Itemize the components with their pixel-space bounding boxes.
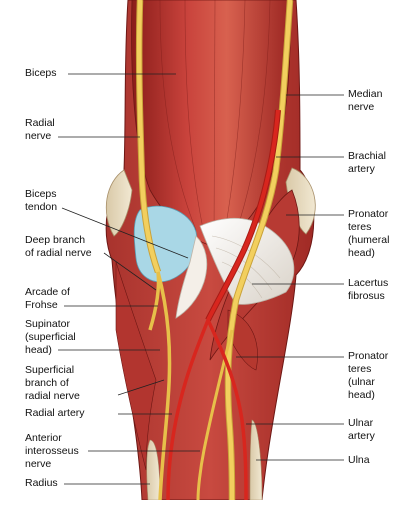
label-radius-line: Radius (25, 477, 58, 489)
label-anterior-interosseus-line-2: interosseus (25, 445, 79, 457)
label-pronator-ulnar-line-4: head) (348, 389, 375, 401)
label-ulnar-artery-line-2: artery (348, 430, 375, 442)
label-radial-artery: Radial artery (25, 407, 85, 420)
label-supinator: Supinator (superficial head) (25, 318, 76, 357)
label-deep-branch-line-1: Deep branch (25, 234, 86, 246)
label-radial-nerve-line-1: Radial (25, 117, 55, 129)
label-pronator-ulnar-line-2: teres (348, 363, 372, 375)
label-radial-nerve: Radial nerve (25, 117, 55, 143)
label-pronator-humeral-line-1: Pronator (348, 208, 389, 220)
label-anterior-interosseus-line-3: nerve (25, 458, 52, 470)
label-superficial-branch-radial-nerve: Superficial branch of radial nerve (25, 364, 80, 403)
leader-lines (58, 73, 344, 485)
label-anterior-interosseus-nerve: Anterior interosseus nerve (25, 432, 79, 471)
label-biceps-tendon-line-1: Biceps (25, 188, 57, 200)
label-biceps: Biceps (25, 67, 57, 80)
pronator-teres-ulnar-head (227, 309, 258, 371)
label-ulnar-artery-line-1: Ulnar (348, 417, 374, 429)
supinator-muscle (115, 261, 157, 471)
label-pronator-teres-humeral: Pronator teres (humeral head) (348, 208, 389, 260)
label-biceps-line: Biceps (25, 67, 57, 79)
ulnar-artery (206, 319, 248, 501)
biceps-fiber-lines (159, 0, 271, 243)
label-brachial-artery: Brachial artery (348, 150, 386, 176)
label-anterior-interosseus-line-1: Anterior (25, 432, 62, 444)
label-brachial-artery-line-2: artery (348, 163, 375, 175)
radial-artery (166, 319, 210, 501)
superficial-branch-radial-nerve (156, 271, 172, 501)
label-median-nerve-line-2: nerve (348, 101, 375, 113)
label-arcade-line-2: Frohse (25, 299, 58, 311)
biceps-tendon (175, 235, 208, 319)
label-pronator-ulnar-line-3: (ulnar (348, 376, 375, 388)
label-lacertus-line-1: Lacertus (348, 277, 389, 289)
label-superficial-branch-line-1: Superficial (25, 364, 75, 376)
label-arcade-line-1: Arcade of (25, 286, 70, 298)
label-ulnar-artery: Ulnar artery (348, 417, 375, 443)
label-deep-branch-line-2: of radial nerve (25, 247, 92, 259)
label-lacertus-line-2: fibrosus (348, 290, 385, 302)
leader-biceps-tendon (61, 207, 189, 259)
label-biceps-tendon: Biceps tendon (25, 188, 57, 214)
label-radius: Radius (25, 477, 58, 490)
bicipitoradial-bursa (133, 205, 198, 283)
label-median-nerve-line-1: Median (348, 88, 383, 100)
label-deep-branch-radial-nerve: Deep branch of radial nerve (25, 234, 92, 260)
label-median-nerve: Median nerve (348, 88, 382, 114)
leader-superficial-branch (117, 379, 165, 396)
leader-deep-branch (103, 252, 157, 291)
label-radial-artery-line: Radial artery (25, 407, 85, 419)
label-supinator-line-1: Supinator (25, 318, 70, 330)
label-ulna-line: Ulna (348, 454, 370, 466)
median-nerve-core (225, 0, 293, 501)
label-lacertus-fibrosus: Lacertus fibrosus (348, 277, 388, 303)
label-pronator-humeral-line-2: teres (348, 221, 372, 233)
radial-nerve-core (136, 0, 161, 273)
label-ulna: Ulna (348, 454, 370, 467)
label-pronator-teres-ulnar: Pronator teres (ulnar head) (348, 350, 388, 402)
label-pronator-ulnar-line-1: Pronator (348, 350, 389, 362)
label-biceps-tendon-line-2: tendon (25, 201, 58, 213)
label-superficial-branch-line-3: radial nerve (25, 390, 80, 402)
label-brachial-artery-line-1: Brachial (348, 150, 386, 162)
label-radial-nerve-line-2: nerve (25, 130, 52, 142)
lateral-epicondyle (105, 169, 133, 237)
label-supinator-line-3: head) (25, 344, 52, 356)
label-supinator-line-2: (superficial (25, 331, 76, 343)
brachial-artery-core (206, 109, 280, 321)
label-pronator-humeral-line-3: (humeral (348, 234, 390, 246)
label-pronator-humeral-line-4: head) (348, 247, 375, 259)
label-superficial-branch-line-2: branch of (25, 377, 69, 389)
label-arcade-of-frohse: Arcade of Frohse (25, 286, 70, 312)
